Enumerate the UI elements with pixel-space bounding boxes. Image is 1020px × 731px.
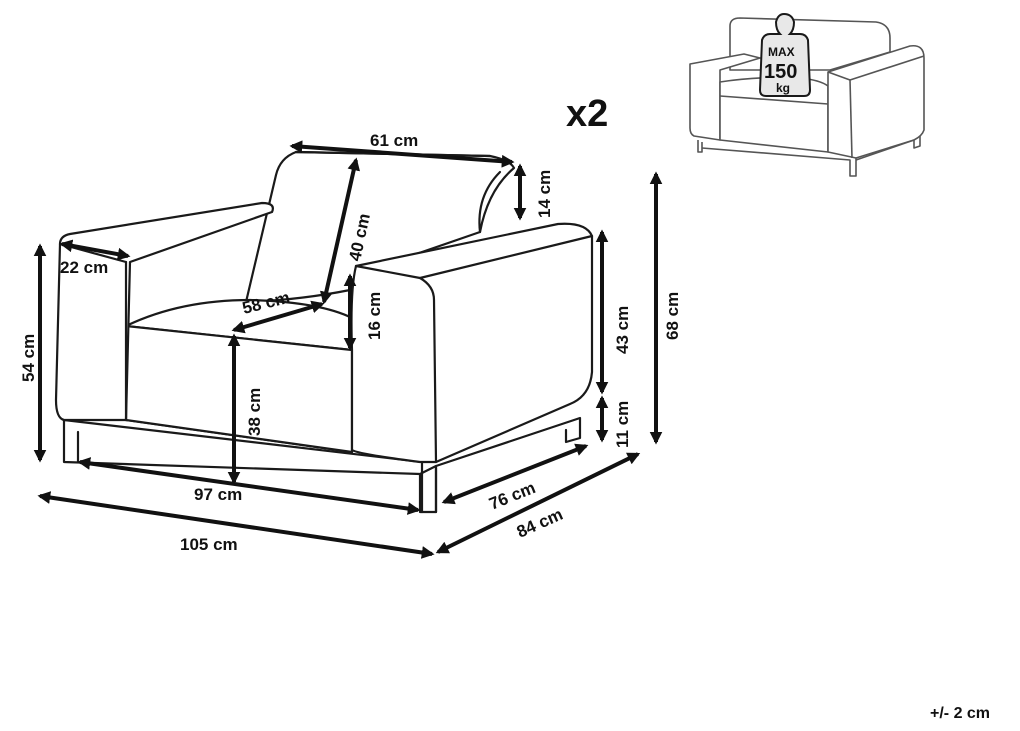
seat-cushion (124, 298, 354, 454)
label-inner-width: 97 cm (194, 485, 242, 504)
arrow-total-width (37, 491, 435, 559)
weight-icon (758, 12, 812, 97)
quantity-label: x2 (566, 93, 608, 135)
arrow-armrest-width (59, 239, 131, 261)
label-side-height: 43 cm (613, 306, 632, 354)
label-backrest-width: 61 cm (370, 131, 418, 150)
label-leg-height: 11 cm (613, 401, 632, 448)
label-total-width: 105 cm (180, 535, 238, 554)
arrow-backrest-height (320, 157, 360, 305)
label-total-height: 68 cm (663, 292, 682, 340)
dimension-arrows (33, 140, 663, 559)
armchair-drawing (54, 150, 594, 514)
weight-badge: MAX 150 kg (758, 12, 812, 97)
arrow-backrest-width (289, 140, 515, 168)
arrow-seat-depth (231, 300, 325, 334)
label-arm-height: 54 cm (19, 334, 38, 382)
weight-max-label: MAX (768, 45, 795, 59)
arrow-total-depth (435, 452, 641, 554)
label-seat-height: 38 cm (245, 388, 264, 436)
label-armrest-width: 22 cm (60, 258, 108, 277)
label-armrest-above-seat: 16 cm (365, 292, 384, 340)
weight-value: 150 (764, 61, 797, 83)
weight-unit: kg (776, 81, 790, 95)
tolerance-label: +/- 2 cm (930, 705, 990, 722)
label-backrest-top-height: 14 cm (535, 170, 554, 218)
